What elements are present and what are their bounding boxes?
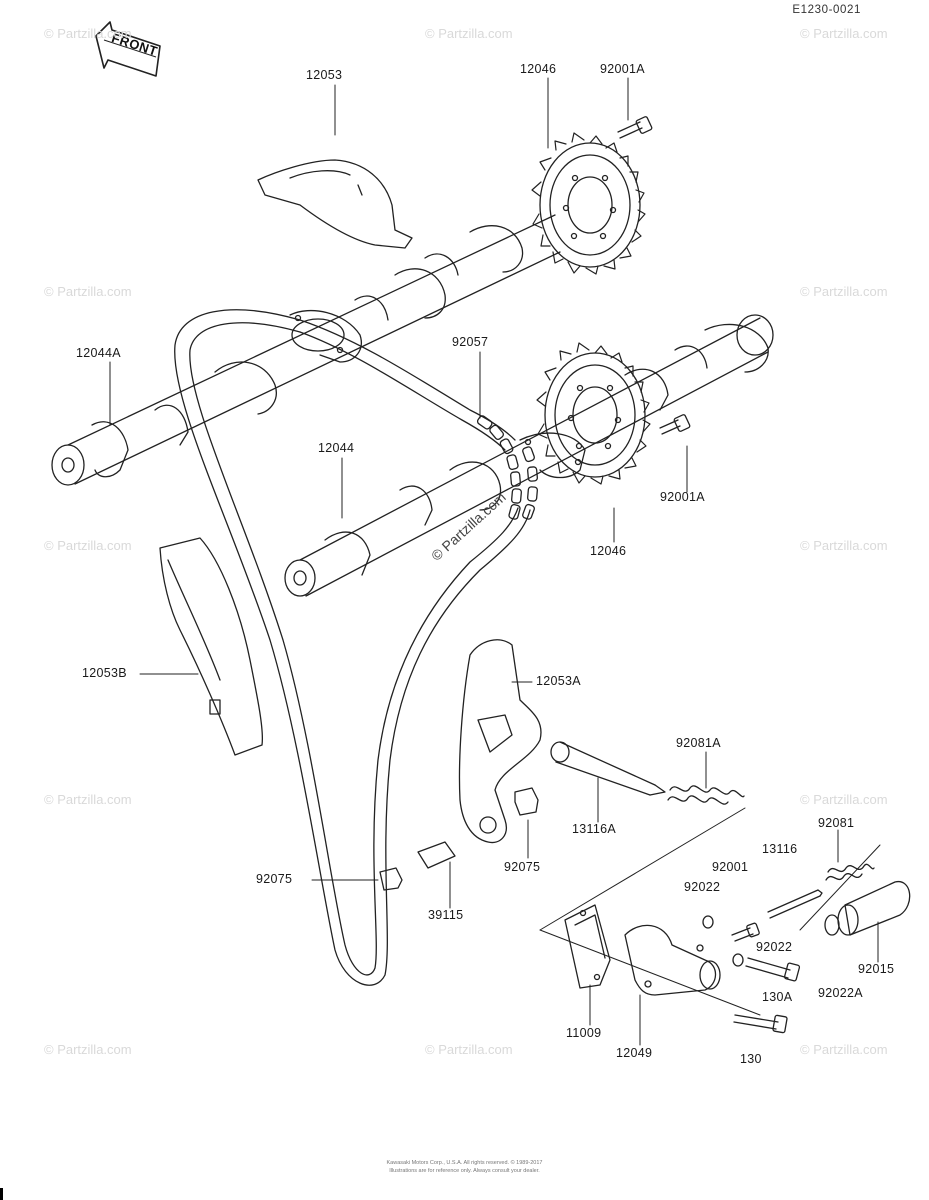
part-label-130[interactable]: 130 [740,1052,762,1066]
part-label-92081a[interactable]: 92081A [676,736,721,750]
damper-39115 [417,841,456,869]
bolt-92001a-upper [617,116,653,139]
watermark: © Partzilla.com [44,792,132,807]
gasket-11009 [564,904,611,989]
spring-92081 [825,863,875,881]
part-label-92001a[interactable]: 92001A [600,62,645,76]
part-label-130a[interactable]: 130A [762,990,793,1004]
rubber-92075-b [379,867,403,891]
part-label-12049[interactable]: 12049 [616,1046,653,1060]
washer-92022a [824,914,840,936]
part-label-12046[interactable]: 12046 [590,544,627,558]
pin-13116a [550,741,666,796]
bolt-92001a-lower [659,414,691,435]
part-label-92022[interactable]: 92022 [684,880,721,894]
sprocket-lower [536,342,651,485]
part-label-12046[interactable]: 12046 [520,62,557,76]
guide-12053 [257,159,413,249]
watermark: © Partzilla.com [44,1042,132,1057]
watermark: © Partzilla.com [44,284,132,299]
part-label-12053a[interactable]: 12053A [536,674,581,688]
camshaft-12044a [51,214,561,486]
guide-12053a [458,639,542,844]
tensioner-body-12049 [624,924,721,996]
copyright-line: Kawasaki Motors Corp., U.S.A. All rights… [386,1160,543,1166]
watermark: © Partzilla.com [425,26,513,41]
part-label-39115[interactable]: 39115 [428,908,464,922]
tensioner-assembly-lines [539,807,881,1016]
bolt-130 [733,1014,788,1034]
part-label-92057[interactable]: 92057 [452,335,489,349]
chain-links [476,415,538,520]
diagram-code: E1230-0021 [792,4,861,16]
edge-mark [0,1188,3,1200]
bolt-130a [745,957,801,982]
part-label-92001a[interactable]: 92001A [660,490,705,504]
part-label-92022a[interactable]: 92022A [818,986,863,1000]
copyright-line: Illustrations are for reference only. Al… [389,1168,540,1174]
cap-92015 [837,881,911,936]
leader-lines [109,77,879,1046]
front-arrow-icon [95,21,161,77]
guide-12053b [159,537,264,756]
washer-92022 [732,953,744,967]
watermark: © Partzilla.com [800,792,888,807]
part-label-11009[interactable]: 11009 [566,1026,602,1040]
watermark: © Partzilla.com [800,284,888,299]
timing-chain [174,309,531,986]
part-label-13116[interactable]: 13116 [762,842,798,856]
watermark: © Partzilla.com [800,1042,888,1057]
bolt-92001 [731,922,760,942]
camshaft-12044 [284,314,774,597]
watermark: © Partzilla.com [800,538,888,553]
rod-13116 [767,889,823,919]
part-label-92015[interactable]: 92015 [858,962,895,976]
part-label-12044a[interactable]: 12044A [76,346,121,360]
sprocket-upper [531,132,646,275]
part-label-92022[interactable]: 92022 [756,940,793,954]
part-label-12053[interactable]: 12053 [306,68,343,82]
part-label-92081[interactable]: 92081 [818,816,855,830]
part-label-92075[interactable]: 92075 [256,872,293,886]
part-label-92075[interactable]: 92075 [504,860,541,874]
part-label-92001[interactable]: 92001 [712,860,749,874]
part-label-12044[interactable]: 12044 [318,441,355,455]
rubber-92075-a [514,787,539,816]
spring-92081a [667,785,745,805]
washer-92022-top [702,915,714,929]
part-label-12053b[interactable]: 12053B [82,666,127,680]
watermark: © Partzilla.com [44,538,132,553]
watermark: © Partzilla.com [425,1042,513,1057]
watermark: © Partzilla.com [44,26,132,41]
part-label-13116a[interactable]: 13116A [572,822,616,836]
watermark: © Partzilla.com [800,26,888,41]
